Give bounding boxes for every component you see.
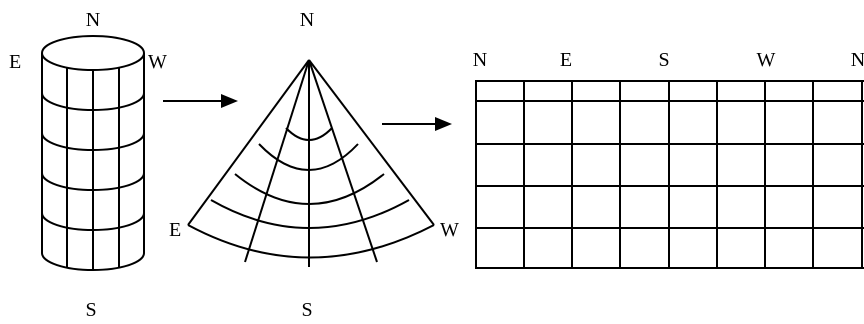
map-label-e: E <box>560 49 572 71</box>
cone-label-w: W <box>440 219 459 241</box>
map-label-n-left: N <box>473 49 487 71</box>
cylinder-parallel <box>41 132 145 151</box>
cone-base-arc <box>187 224 435 259</box>
cylinder-parallel <box>41 172 145 191</box>
map-label-n-right: N <box>851 49 864 71</box>
cone-label-n: N <box>300 9 314 31</box>
cylinder-label-w: W <box>148 51 167 73</box>
cone-label-e: E <box>169 219 181 241</box>
map-label-s: S <box>658 49 669 71</box>
cylinder-label-s: S <box>85 299 96 321</box>
arrow-cylinder-to-cone <box>163 94 238 108</box>
cone-figure: N E W S <box>169 9 459 321</box>
cylinder-parallel <box>41 92 145 111</box>
cone-parallel <box>234 173 385 205</box>
cylinder-label-e: E <box>9 51 21 73</box>
cylinder-parallel <box>41 212 145 231</box>
arrow-cone-to-map <box>382 117 452 131</box>
cone-meridian <box>244 59 310 263</box>
cone-parallel <box>210 199 410 229</box>
cone-left-side <box>187 59 310 226</box>
flat-map-grid: N E S W N <box>473 49 864 269</box>
cylinder-label-n: N <box>86 9 100 31</box>
cone-meridian <box>308 59 378 263</box>
cone-parallel <box>285 127 333 141</box>
cylinder-top-ellipse <box>41 35 145 71</box>
cone-label-s: S <box>301 299 312 321</box>
map-label-w: W <box>757 49 776 71</box>
cone-parallel <box>258 143 359 171</box>
cylinder-figure: N E W S <box>9 9 167 321</box>
cone-right-side <box>308 59 435 226</box>
